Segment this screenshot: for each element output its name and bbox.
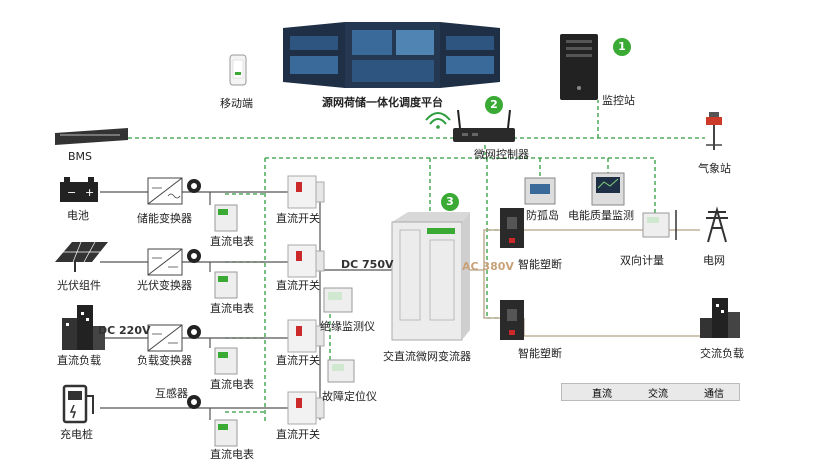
label-platform: 源网荷储一体化调度平台 [322, 96, 443, 109]
breaker-icon [500, 208, 524, 340]
server-icon [560, 34, 598, 100]
building-icon [62, 305, 105, 350]
meter-icon [524, 172, 670, 238]
converter-icon [147, 324, 183, 352]
label-battery: 电池 [67, 209, 89, 222]
meter-icon [323, 287, 355, 383]
badge-3: 3 [441, 193, 459, 211]
label-storage-converter: 储能变换器 [137, 212, 192, 225]
label-transformer: 互感器 [155, 387, 188, 400]
weather-station-icon [706, 112, 722, 150]
label-dc-meter-2: 直流电表 [210, 302, 254, 315]
label-dc-switch-2: 直流开关 [276, 279, 320, 292]
legend: 直流 交流 通信 [561, 383, 740, 401]
dc-lines [100, 191, 392, 420]
label-dc-switch-3: 直流开关 [276, 354, 320, 367]
label-smart-breaker-2: 智能塑断 [518, 347, 562, 360]
current-transformer-icon [187, 179, 201, 409]
ac-lines [462, 229, 700, 337]
converter-icon [147, 248, 183, 276]
battery-icon: − + [60, 177, 98, 202]
label-charging-pile: 充电桩 [60, 428, 93, 441]
wifi-icon [425, 112, 451, 129]
badge-1: 1 [613, 38, 631, 56]
label-microgrid-controller: 微网控制器 [474, 148, 529, 161]
building-icon [700, 298, 740, 338]
legend-ac: 交流 [648, 389, 668, 400]
label-fault-locator: 故障定位仪 [322, 390, 377, 403]
label-smart-breaker-1: 智能塑断 [518, 258, 562, 271]
cabinet-icon [391, 212, 470, 341]
label-ac-load: 交流负载 [700, 347, 744, 360]
label-load-converter: 负载变换器 [137, 354, 192, 367]
label-insulation-monitor: 绝缘监测仪 [320, 320, 375, 333]
label-dc-switch-4: 直流开关 [276, 428, 320, 441]
video-wall-icon [283, 22, 500, 88]
legend-dc: 直流 [592, 389, 612, 400]
rack-unit-icon [55, 128, 128, 145]
label-dc-load: 直流负载 [57, 354, 101, 367]
solar-panel-icon [55, 241, 108, 272]
label-dc-meter-3: 直流电表 [210, 378, 254, 391]
label-anti-islanding: 防孤岛 [526, 209, 559, 222]
label-monitor-station: 监控站 [602, 94, 635, 107]
pylon-icon [706, 206, 728, 243]
label-mobile: 移动端 [220, 97, 253, 110]
voltage-dc220: DC 220V [98, 324, 151, 337]
svg-text:+: + [85, 186, 94, 199]
badge-2: 2 [485, 96, 503, 114]
label-bidirectional-meter: 双向计量 [620, 254, 664, 267]
legend-comm: 通信 [704, 389, 724, 400]
label-power-quality: 电能质量监测 [568, 209, 634, 222]
label-acdc-converter: 交直流微网变流器 [383, 350, 471, 363]
charging-pile-icon [62, 384, 94, 424]
label-pv-converter: 光伏变换器 [137, 279, 192, 292]
label-bms: BMS [68, 150, 93, 163]
label-dc-meter-4: 直流电表 [210, 448, 254, 461]
label-dc-meter-1: 直流电表 [210, 235, 254, 248]
comm-lines [128, 100, 705, 423]
voltage-dc750: DC 750V [341, 258, 394, 271]
label-weather-station: 气象站 [698, 162, 731, 175]
voltage-ac380: AC 380V [462, 260, 514, 273]
label-dc-switch-1: 直流开关 [276, 212, 320, 225]
svg-text:−: − [67, 186, 76, 199]
meter-icon [214, 204, 238, 447]
phone-icon [229, 54, 247, 86]
converter-icon [147, 177, 183, 205]
dc-switch-icon [287, 175, 325, 425]
label-grid: 电网 [703, 254, 725, 267]
label-pv-module: 光伏组件 [57, 279, 101, 292]
router-icon [453, 109, 515, 142]
